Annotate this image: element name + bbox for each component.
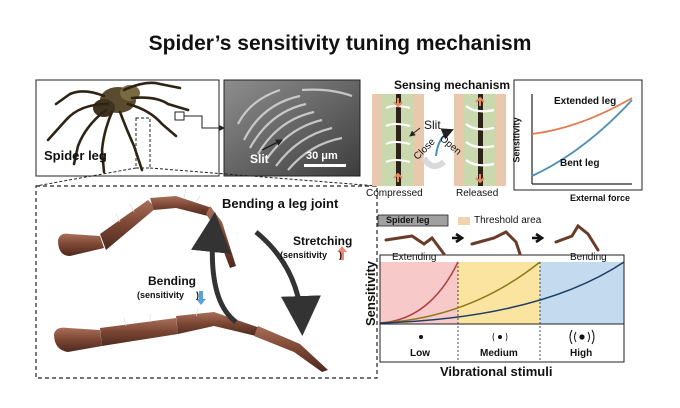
bending-sensitivity-note: (sensitivity): [137, 290, 200, 300]
sensing-mechanism-diagram: [372, 94, 506, 186]
compressed-label: Compressed: [366, 188, 423, 199]
threshold-area-legend: Threshold area: [474, 215, 542, 226]
sem-slit-patterns: [237, 88, 353, 171]
spider-photo-panel: [35, 79, 225, 177]
external-force-label: External force: [570, 193, 631, 203]
bending-label: Bending: [148, 274, 196, 288]
page-title: Spider’s sensitivity tuning mechanism: [148, 32, 532, 55]
stretching-arrow: [254, 230, 321, 336]
level-high-label: High: [570, 348, 593, 359]
threshold-curve-3: [379, 261, 625, 324]
scale-bar: [304, 164, 346, 167]
sensitivity-down-icon: [196, 291, 206, 305]
spider-leg-label: Spider leg: [44, 148, 107, 163]
mechanism-title: Sensing mechanism: [394, 78, 511, 92]
vibration-low-icon: [419, 335, 423, 339]
bending-stage-label: Bending: [570, 252, 607, 263]
vibrational-stimuli-label: Vibrational stimuli: [440, 364, 553, 379]
sensitivity-force-chart: [513, 79, 643, 191]
joint-panel-title: Bending a leg joint: [222, 196, 339, 211]
sensitivity-up-icon: [337, 246, 347, 260]
mechanism-slit-label: Slit: [424, 118, 441, 132]
scale-bar-label: 30 μm: [306, 150, 338, 162]
stretching-label: Stretching: [293, 234, 353, 248]
bent-leg-curve: [531, 99, 633, 177]
released-label: Released: [456, 188, 499, 199]
extended-leg-drawing: [54, 307, 328, 372]
spider-leg-legend: Spider leg: [386, 215, 430, 225]
vibration-medium-icon: [492, 332, 508, 342]
sem-slit-label: Slit: [250, 152, 269, 166]
spider-legs: [46, 81, 190, 174]
vibration-high-icon: [569, 329, 595, 345]
extended-leg-curve: [531, 97, 633, 135]
threshold-chart-ylabel: Sensitivity: [363, 260, 379, 327]
bending-arrow: [191, 212, 238, 325]
bent-leg-drawing: [58, 189, 236, 268]
force-chart-ylabel: Sensitivity: [511, 117, 522, 163]
threshold-chart: [377, 214, 625, 363]
leg-joint-panel: [35, 185, 378, 379]
extended-leg-label: Extended leg: [554, 96, 617, 107]
stretching-sensitivity-note: (sensitivity): [280, 250, 343, 260]
level-medium-label: Medium: [480, 348, 518, 359]
sem-image-panel: [223, 79, 361, 177]
extending-label: Extending: [392, 252, 437, 263]
level-low-label: Low: [410, 348, 430, 359]
threshold-curve-2: [379, 261, 541, 324]
bent-leg-label: Bent leg: [560, 158, 600, 169]
